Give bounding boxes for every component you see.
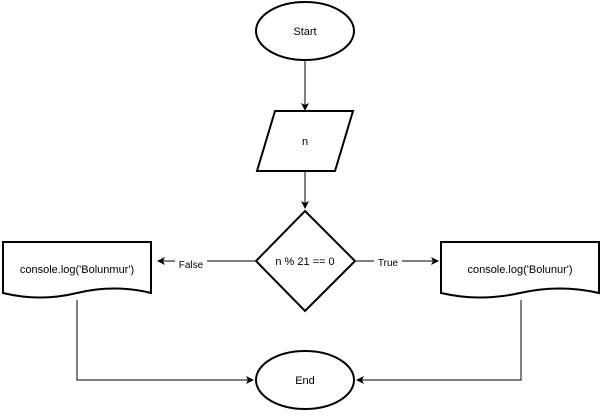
start-node: Start <box>255 1 355 61</box>
input-node: n <box>255 110 355 172</box>
false-output-label: console.log('Bolunmur') <box>20 264 134 276</box>
edge-false-to-end <box>76 300 254 384</box>
decision-node: n % 21 == 0 <box>254 209 357 313</box>
input-label: n <box>302 136 308 148</box>
false-output-node: console.log('Bolunmur') <box>2 241 152 299</box>
edge-label-true: True <box>378 258 399 269</box>
edge-label-false: False <box>179 260 204 271</box>
decision-label: n % 21 == 0 <box>275 256 334 268</box>
edge-true-to-end <box>356 300 522 384</box>
true-output-node: console.log('Bolunur') <box>440 241 600 299</box>
true-output-label: console.log('Bolunur') <box>467 264 572 276</box>
end-node: End <box>255 350 355 410</box>
end-label: End <box>295 375 315 387</box>
start-label: Start <box>293 26 316 38</box>
